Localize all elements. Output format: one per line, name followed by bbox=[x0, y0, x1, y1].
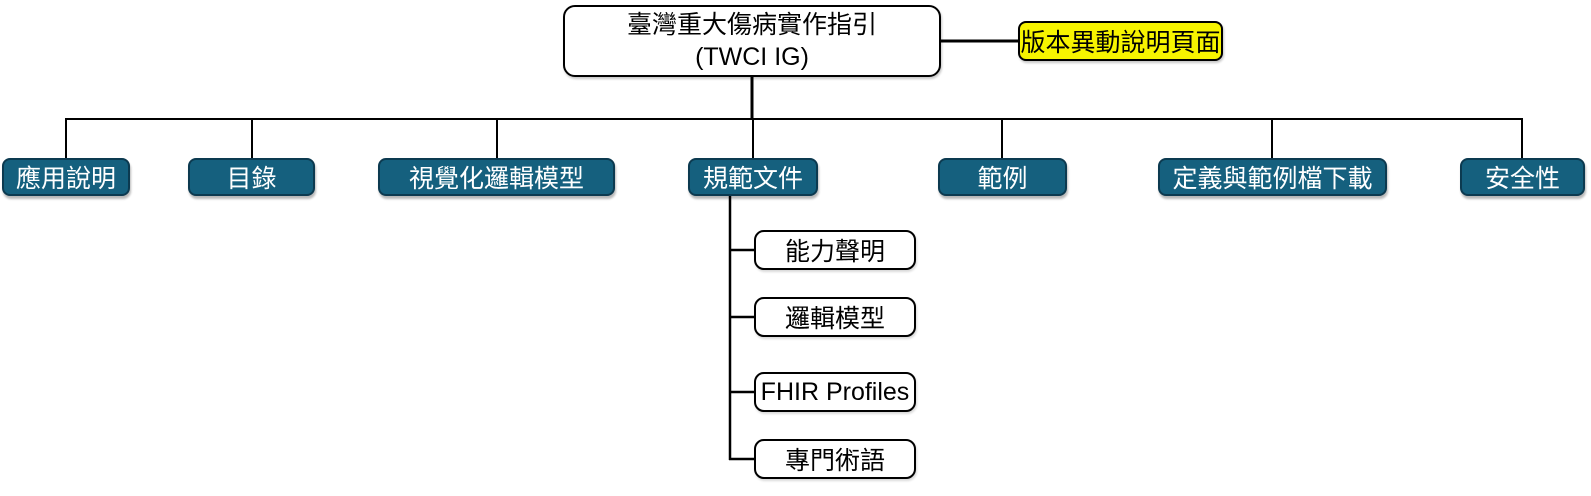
node-terminology: 專門術語 bbox=[754, 439, 916, 479]
node-spec-documents: 規範文件 bbox=[688, 158, 818, 196]
root-title: 臺灣重大傷病實作指引 bbox=[626, 11, 877, 39]
node-visualized-logical-model: 視覺化邏輯模型 bbox=[378, 158, 615, 196]
node-security: 安全性 bbox=[1460, 158, 1585, 196]
root-subtitle: (TWCI IG) bbox=[695, 43, 809, 71]
node-fhir-profiles: FHIR Profiles bbox=[754, 372, 916, 412]
node-version-note: 版本異動說明頁面 bbox=[1018, 21, 1223, 61]
node-usage-notes: 應用說明 bbox=[2, 158, 130, 196]
node-capability-statement: 能力聲明 bbox=[754, 230, 916, 270]
node-table-of-contents: 目錄 bbox=[188, 158, 315, 196]
node-root: 臺灣重大傷病實作指引 (TWCI IG) bbox=[563, 5, 941, 77]
node-examples: 範例 bbox=[938, 158, 1067, 196]
node-definitions-download: 定義與範例檔下載 bbox=[1158, 158, 1387, 196]
node-logical-model: 邏輯模型 bbox=[754, 297, 916, 337]
